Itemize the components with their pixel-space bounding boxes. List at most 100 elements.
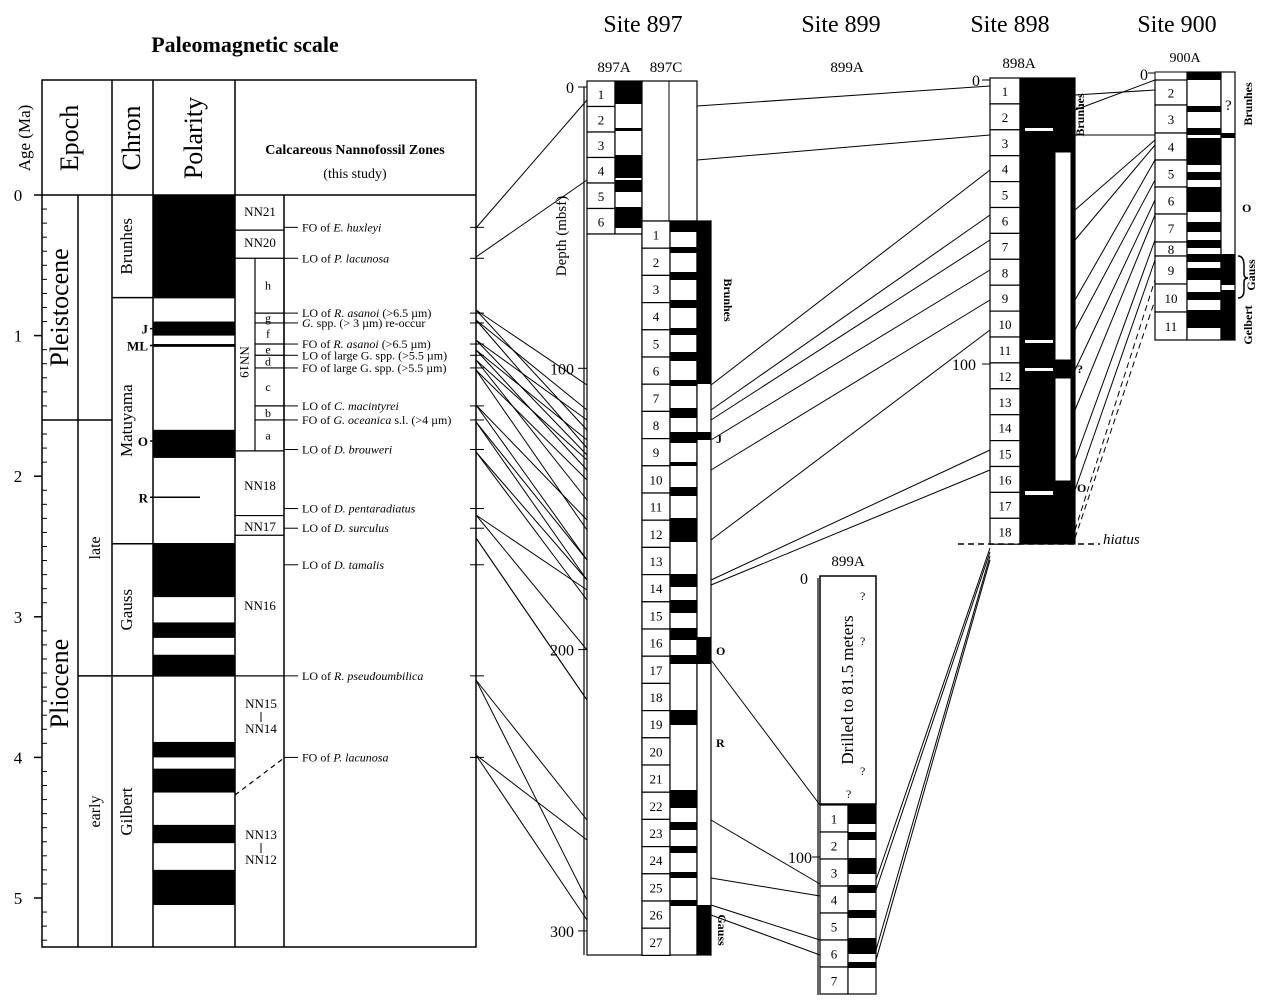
core-899A [819, 966, 849, 995]
hole-899A-label: 899A [830, 60, 864, 76]
correlation-line [475, 369, 588, 531]
datum-label: FO of large G. spp. (>5.5 µm) [302, 361, 446, 375]
unknown-marker: ? [860, 634, 865, 648]
hole-898A-reversed-column [1054, 151, 1072, 361]
core-897C [641, 601, 671, 630]
core-900A-number: 10 [1165, 291, 1178, 306]
reversed-band [1025, 491, 1053, 495]
datum-label: LO of R. asanoi (>6.5 µm) [302, 306, 431, 320]
correlation-line [1074, 89, 1156, 96]
core-898A [989, 310, 1021, 338]
datum-label: LO of C. macintyrei [302, 399, 399, 413]
correlation-line [710, 469, 991, 586]
correlation-line [475, 514, 588, 591]
normal-polarity-band [1187, 268, 1221, 280]
core-898A-number: 9 [1002, 291, 1009, 306]
datum-label: LO of P. lacunosa [302, 251, 389, 265]
depth-tick-label: 0 [1140, 67, 1148, 84]
zones-subheader: (this study) [323, 167, 387, 182]
normal-polarity-band [1187, 310, 1221, 328]
core-897C-number: 4 [653, 309, 660, 324]
core-897A-number: 6 [598, 214, 605, 229]
depth-tick-label: 0 [800, 571, 808, 588]
nn19-subzone-label: c [265, 380, 270, 394]
depth-axis-label: Depth (mbsf) [554, 196, 570, 276]
normal-polarity-band [697, 637, 711, 664]
normal-polarity-band [670, 822, 697, 830]
core-899A-number: 3 [831, 866, 838, 881]
correlation-line [1074, 239, 1156, 461]
core-897C-number: 8 [653, 418, 660, 433]
correlation-line [710, 299, 991, 471]
correlation-line [475, 349, 588, 441]
normal-polarity-band [697, 905, 711, 955]
correlation-line [475, 319, 588, 449]
correlation-line [710, 239, 991, 421]
core-900A-number: 6 [1168, 194, 1175, 209]
correlation-line [475, 421, 588, 561]
core-897C-number: 13 [650, 554, 663, 569]
core-898A-number: 5 [1002, 188, 1009, 203]
correlation-line [710, 169, 991, 386]
core-897C-number: 9 [653, 445, 660, 460]
correlation-line [475, 309, 588, 386]
reversed-band [1025, 368, 1053, 371]
core-897C [641, 655, 671, 685]
core-897C [641, 900, 671, 929]
polarity-label: Gauss [1244, 259, 1258, 291]
normal-polarity-band [1187, 187, 1221, 212]
correlation-line [475, 679, 588, 901]
normal-polarity-band [153, 195, 235, 298]
core-899A-number: 2 [831, 839, 838, 854]
correlation-line [475, 421, 588, 581]
site-900-title: Site 900 [1137, 12, 1216, 38]
core-897C [641, 410, 671, 440]
polarity-label: Gelbert [1241, 305, 1255, 344]
hole-899A-lower-label: 899A [831, 554, 865, 570]
normal-polarity-band [670, 872, 697, 878]
normal-polarity-band [670, 300, 697, 308]
core-897C-number: 2 [653, 255, 660, 270]
normal-polarity-band [153, 321, 235, 336]
normal-polarity-band [670, 487, 697, 496]
core-899A-number: 6 [831, 947, 838, 962]
site-897-title: Site 897 [603, 12, 682, 38]
datum-label: LO of D. brouweri [302, 442, 392, 456]
correlation-line [875, 559, 991, 961]
datum-label: LO of D. tamalis [302, 558, 384, 572]
normal-polarity-band [670, 900, 697, 906]
zone-label: NN16 [244, 598, 276, 613]
polarity-label: ? [1077, 362, 1083, 376]
zone-label: NN19 [237, 346, 252, 378]
unknown-marker: ? [860, 764, 865, 778]
core-900A-number: 5 [1168, 167, 1175, 182]
polarity-header: Polarity [179, 97, 208, 179]
nn19-subzone-label: f [266, 326, 270, 340]
polarity-label: Brunhes [1241, 82, 1255, 126]
correlation-line [475, 349, 588, 471]
correlation-line [710, 914, 821, 956]
correlation-line [475, 309, 588, 431]
age-tick-label: 4 [14, 748, 23, 767]
normal-polarity-band [153, 869, 235, 906]
normal-polarity-band [848, 910, 876, 918]
correlation-line [475, 369, 588, 481]
correlation-line [475, 179, 588, 258]
age-tick-label: 1 [14, 327, 23, 346]
normal-polarity-band [848, 962, 876, 968]
core-900A [1154, 213, 1188, 243]
core-900A [1154, 104, 1188, 134]
correlation-line [710, 449, 991, 581]
correlation-line [475, 404, 588, 561]
correlation-line [475, 514, 588, 651]
core-900A-number: 8 [1168, 242, 1175, 257]
core-897A-number: 4 [598, 163, 605, 178]
core-897C-number: 1 [653, 228, 660, 243]
core-898A [989, 129, 1021, 157]
zone-label: NN18 [244, 478, 276, 493]
zone-label: NN14 [245, 721, 277, 736]
normal-polarity-band [1187, 128, 1221, 135]
zones-header: Calcareous Nannofossil Zones [265, 143, 445, 158]
core-897C-number: 25 [650, 880, 663, 895]
